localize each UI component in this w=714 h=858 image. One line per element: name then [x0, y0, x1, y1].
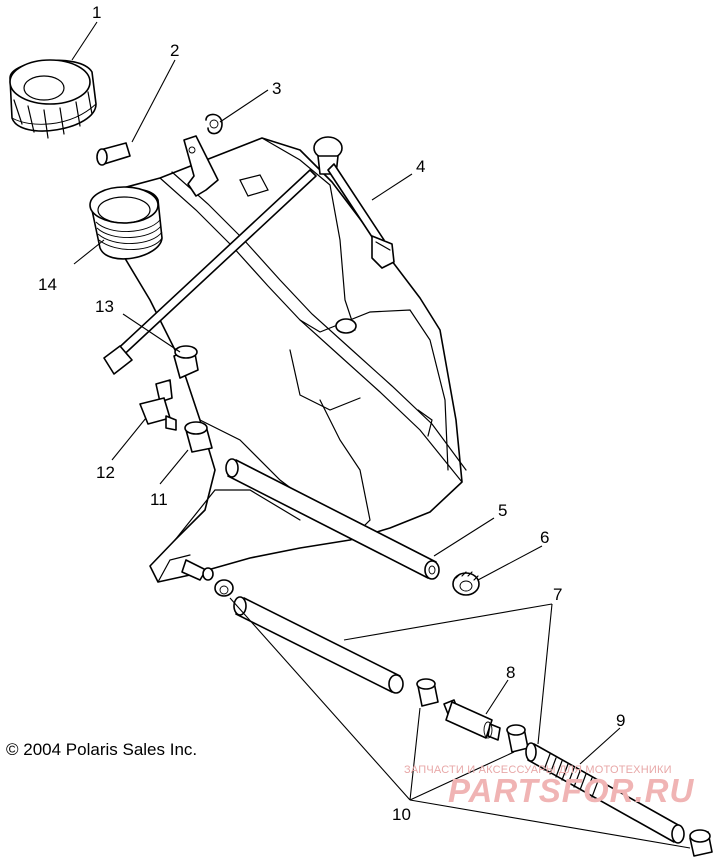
callout-4: 4	[416, 157, 425, 176]
petcock-fitting	[139, 379, 177, 431]
grommet	[173, 345, 199, 379]
callout-13: 13	[95, 297, 114, 316]
callout-10: 10	[392, 805, 411, 824]
callout-7: 7	[553, 585, 562, 604]
filler-neck	[89, 186, 163, 260]
callout-9: 9	[616, 711, 625, 730]
leader-lines	[71, 21, 691, 849]
hose-clamp-6	[452, 571, 480, 596]
watermark-logo: PARTSFOR.RU	[448, 772, 695, 809]
callout-labels: 1 2 3 4 5 6 7 8 9 10 11 12 13 14	[38, 3, 625, 824]
fuel-cap	[9, 59, 97, 139]
fuel-filter	[443, 699, 501, 741]
callout-12: 12	[96, 463, 115, 482]
callout-8: 8	[506, 663, 515, 682]
mount-bracket	[183, 135, 219, 197]
hose-clamp-10a	[416, 678, 439, 707]
watermark-tagline: ЗАПЧАСТИ И АКСЕССУАРЫ ДЛЯ МОТОТЕХНИКИ	[404, 764, 672, 776]
outlet-fitting	[181, 559, 234, 597]
fuel-tank	[107, 137, 467, 583]
fuel-hose-7	[233, 596, 404, 694]
fuel-gauge-sender	[313, 136, 395, 269]
vent-line	[103, 169, 317, 375]
callout-5: 5	[498, 501, 507, 520]
callout-3: 3	[272, 79, 281, 98]
fuel-hose-5	[225, 458, 440, 580]
callout-1: 1	[92, 3, 101, 22]
hose-clamp-10b	[506, 724, 529, 753]
pin	[96, 142, 131, 166]
callout-6: 6	[540, 528, 549, 547]
callout-14: 14	[38, 275, 57, 294]
spring-hose	[525, 742, 685, 844]
copyright-notice: © 2004 Polaris Sales Inc.	[6, 740, 198, 759]
callout-2: 2	[170, 41, 179, 60]
callout-11: 11	[150, 490, 168, 509]
clip	[205, 113, 223, 135]
hose-clamp-11	[184, 421, 213, 453]
hose-clamp-10c	[689, 829, 713, 857]
